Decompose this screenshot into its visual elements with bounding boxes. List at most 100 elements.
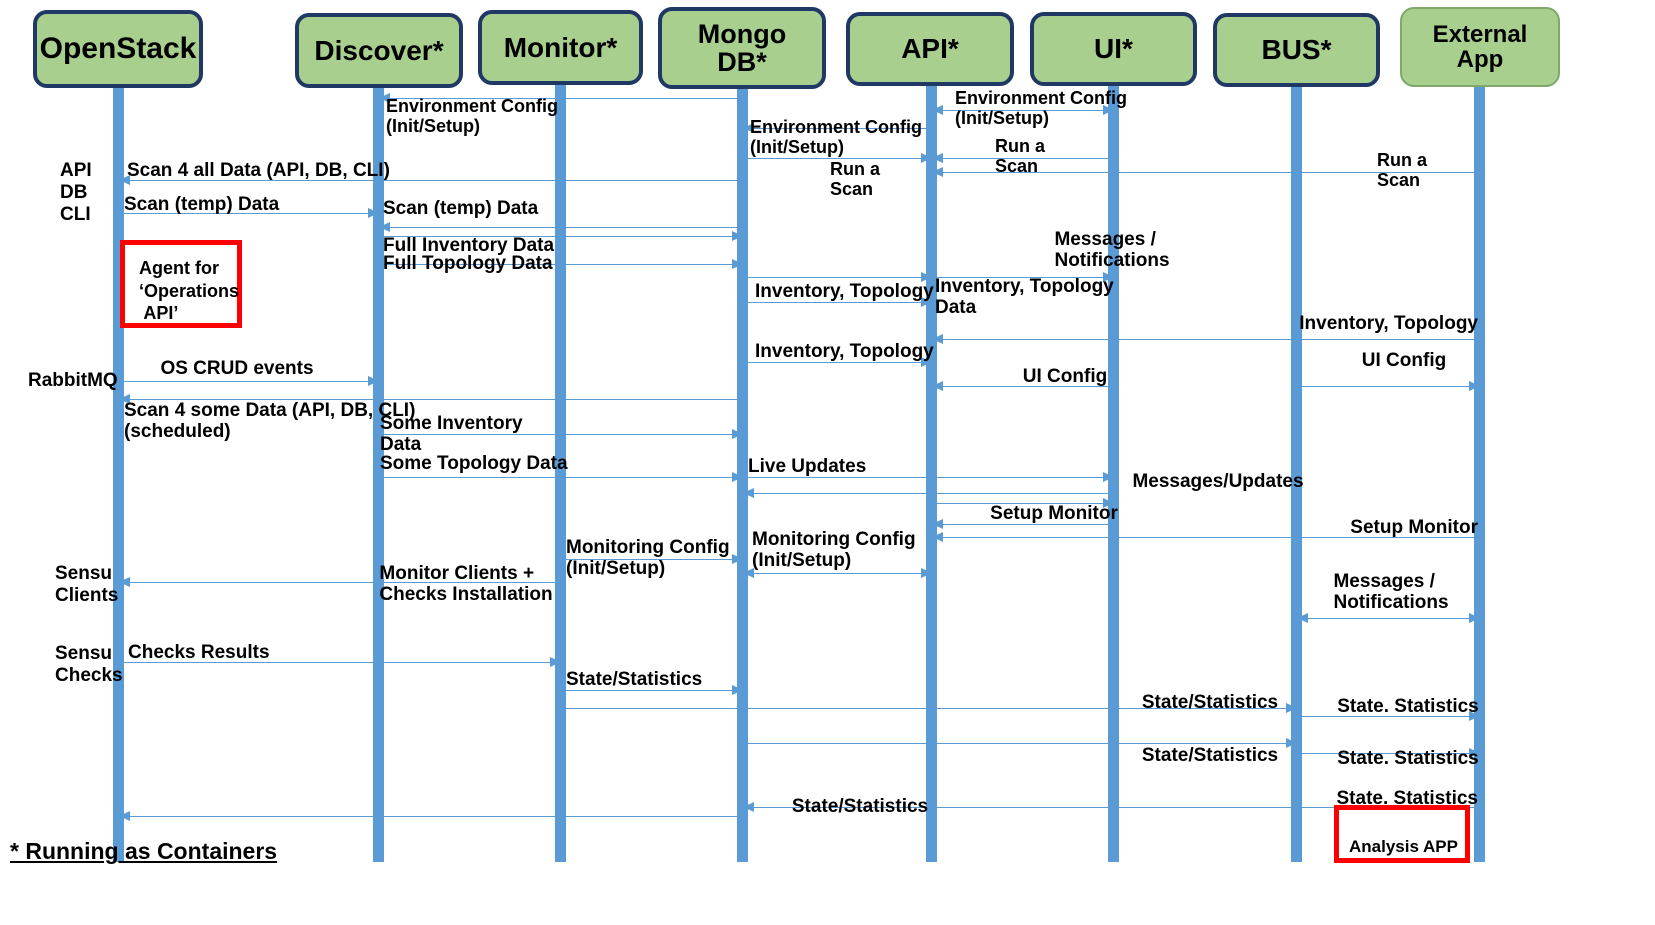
message-label-m34: State/Statistics — [1141, 692, 1279, 713]
lifeline-api — [926, 86, 937, 862]
arrowhead-m02 — [931, 105, 943, 115]
message-label-m32: Checks Results — [128, 642, 270, 663]
message-label-m02: Environment Config (Init/Setup) — [955, 88, 1127, 129]
message-label-m20: Scan 4 some Data (API, DB, CLI) (schedul… — [124, 400, 416, 443]
participant-box-bus[interactable]: BUS* — [1213, 13, 1380, 87]
message-arrow-m32 — [118, 662, 561, 663]
message-label-m11: Full Topology Data — [383, 253, 553, 274]
side-label-sensu-checks: Sensu Checks — [55, 643, 123, 686]
message-label-m23: Live Updates — [748, 456, 867, 477]
message-arrow-m28 — [560, 559, 743, 560]
message-label-m14: Inventory, Topology Data — [935, 276, 1114, 319]
message-label-m22: Some Topology Data — [380, 453, 568, 474]
participant-box-api[interactable]: API* — [846, 12, 1014, 86]
arrowhead-m07 — [118, 175, 130, 185]
message-arrow-m13 — [742, 277, 932, 278]
message-label-m27: Setup Monitor — [1350, 517, 1478, 538]
message-arrow-m03 — [742, 128, 932, 129]
participant-box-mongodb[interactable]: Mongo DB* — [658, 7, 826, 89]
lifeline-mongodb — [737, 89, 748, 862]
arrowhead-m20 — [118, 394, 130, 404]
message-label-m31: Messages / Notifications — [1333, 571, 1449, 614]
arrowhead-m31 — [1296, 613, 1308, 623]
callout-box-analysis-app: Analysis APP — [1334, 805, 1470, 863]
message-label-m04: Run a Scan — [994, 136, 1046, 177]
arrowhead-m27 — [931, 532, 943, 542]
message-arrow-m36 — [742, 743, 1297, 744]
callout-box-agent-operations-api: Agent for ‘Operations API’ — [120, 240, 242, 328]
participant-box-extapp[interactable]: External App — [1400, 7, 1560, 87]
arrowhead-m09 — [378, 222, 390, 232]
participant-label-mongodb: Mongo DB* — [697, 18, 787, 77]
participant-box-monitor[interactable]: Monitor* — [478, 10, 643, 85]
message-arrow-m37 — [1296, 753, 1480, 754]
message-label-m24: Messages/Updates — [1132, 471, 1304, 492]
message-label-m37: State. Statistics — [1337, 748, 1479, 769]
message-label-m38: State. Statistics — [1336, 788, 1479, 809]
message-arrow-m35 — [1296, 716, 1480, 717]
message-label-m35: State. Statistics — [1337, 696, 1479, 717]
message-label-m10: Full Inventory Data — [383, 235, 555, 256]
participant-label-openstack: OpenStack — [39, 32, 197, 66]
message-arrow-m17 — [931, 386, 1114, 387]
message-arrow-m27 — [931, 537, 1480, 538]
message-label-m26: Setup Monitor — [990, 503, 1118, 524]
message-label-m18: UI Config — [1361, 350, 1447, 371]
message-arrow-m18 — [1296, 386, 1480, 387]
message-label-m21: Some Inventory Data — [380, 413, 523, 456]
participant-label-bus: BUS* — [1261, 34, 1332, 66]
message-arrow-m29 — [742, 573, 932, 574]
message-label-m06: Run a Scan — [1376, 150, 1428, 191]
side-label-sensu-clients: Sensu Clients — [55, 563, 119, 606]
message-arrow-m20 — [118, 399, 743, 400]
side-label-rabbitmq: RabbitMQ — [28, 370, 118, 391]
message-arrow-m12 — [931, 277, 1114, 278]
participant-label-api: API* — [901, 33, 959, 65]
message-label-m39: State/Statistics — [791, 796, 929, 817]
arrowhead-m06 — [931, 167, 943, 177]
message-label-m09: Scan (temp) Data — [383, 198, 539, 219]
lifeline-openstack — [113, 88, 124, 862]
arrowhead-m04 — [931, 153, 943, 163]
lifeline-bus — [1291, 87, 1302, 862]
message-arrow-m15 — [931, 339, 1480, 340]
participant-box-ui[interactable]: UI* — [1030, 12, 1197, 86]
message-label-m07: Scan 4 all Data (API, DB, CLI) — [127, 160, 390, 181]
message-label-m33: State/Statistics — [566, 669, 703, 690]
message-label-m12: Messages / Notifications — [1054, 229, 1170, 272]
participant-label-ui: UI* — [1094, 33, 1133, 65]
message-label-m05: Run a Scan — [829, 159, 881, 200]
message-label-m13: Inventory, Topology — [755, 281, 934, 302]
message-arrow-m33 — [560, 690, 743, 691]
message-label-m36: State/Statistics — [1141, 745, 1279, 766]
message-label-m28: Monitoring Config (Init/Setup) — [566, 537, 730, 580]
message-label-m15: Inventory, Topology — [1299, 313, 1478, 334]
message-arrow-m07 — [118, 180, 743, 181]
message-arrow-m16 — [742, 362, 932, 363]
side-label-api-db-cli: API DB CLI — [60, 160, 92, 225]
lifeline-extapp — [1474, 87, 1485, 862]
message-label-m01: Environment Config (Init/Setup) — [386, 96, 558, 137]
participant-box-openstack[interactable]: OpenStack — [33, 10, 203, 88]
footnote-running-as-containers: * Running as Containers — [10, 838, 278, 864]
message-label-m03: Environment Config (Init/Setup) — [750, 117, 922, 158]
participant-box-discover[interactable]: Discover* — [295, 13, 463, 88]
message-arrow-m19 — [118, 381, 379, 382]
message-arrow-m04 — [931, 158, 1114, 159]
message-label-m19: OS CRUD events — [160, 358, 314, 379]
arrowhead-m39 — [118, 811, 130, 821]
callout-label-agent-operations-api: Agent for ‘Operations API’ — [139, 258, 240, 323]
arrowhead-m17 — [931, 381, 943, 391]
callout-label-analysis-app: Analysis APP — [1349, 837, 1458, 856]
message-arrow-m39 — [118, 816, 743, 817]
arrowhead-m03 — [742, 123, 754, 133]
message-label-m17: UI Config — [1022, 366, 1108, 387]
message-arrow-m14 — [742, 302, 932, 303]
message-arrow-m05 — [742, 158, 932, 159]
message-label-m16: Inventory, Topology — [755, 341, 934, 362]
message-arrow-m24 — [931, 503, 1114, 504]
arrowhead-m15 — [931, 334, 943, 344]
message-arrow-m06 — [931, 172, 1480, 173]
arrowhead-m25 — [742, 488, 754, 498]
